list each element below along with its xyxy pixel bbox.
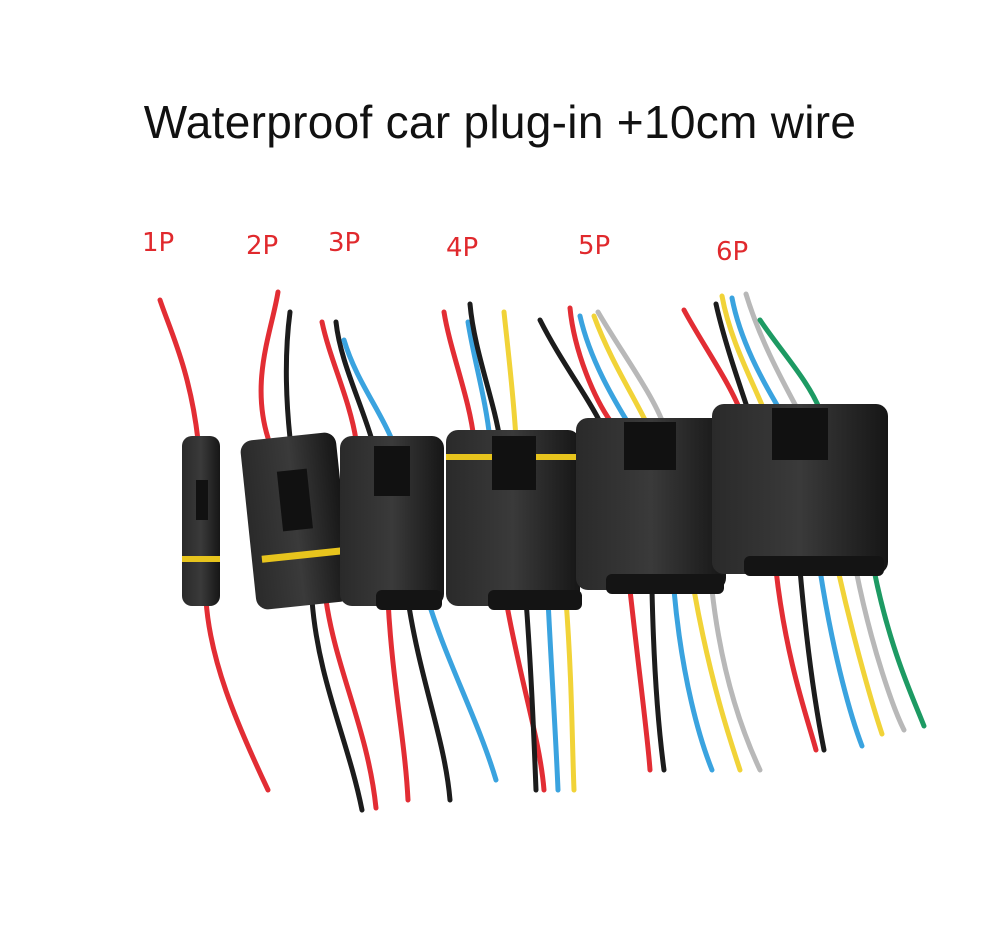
wire-6p-red-top xyxy=(681,307,743,413)
latch-2p xyxy=(276,468,313,532)
wire-5p-blue-bottom xyxy=(671,587,715,773)
latch-4p xyxy=(492,436,536,490)
connector-2p xyxy=(240,289,379,813)
wire-6p-black-bottom xyxy=(797,567,827,753)
housing-3p xyxy=(340,436,444,606)
connector-4p xyxy=(441,301,582,793)
wire-1p-red-top xyxy=(157,297,201,443)
wire-2p-red-top xyxy=(258,289,281,441)
wire-6p-blue-bottom xyxy=(817,567,865,749)
face-5p xyxy=(606,574,724,594)
latch-3p xyxy=(374,446,410,496)
wire-3p-blue-bottom xyxy=(425,597,499,783)
wire-5p-black-top xyxy=(537,317,605,429)
wire-5p-gray-top xyxy=(595,309,667,429)
wire-6p-blue-top xyxy=(729,295,783,413)
housing-6p xyxy=(712,404,888,574)
wire-6p-gray-bottom xyxy=(853,567,907,733)
wire-4p-yellow-top xyxy=(501,309,519,443)
wire-1p-red-bottom xyxy=(203,597,271,793)
latch-6p xyxy=(772,408,828,460)
wire-5p-red-bottom xyxy=(627,587,653,773)
wire-4p-red-top xyxy=(441,309,477,443)
wire-3p-black-bottom xyxy=(405,597,453,803)
wire-5p-red-top xyxy=(567,305,617,429)
wire-5p-blue-top xyxy=(577,313,633,429)
seal-2p xyxy=(261,547,342,563)
wire-2p-red-bottom xyxy=(323,597,379,811)
housing-4p xyxy=(446,430,580,606)
wire-4p-black-bottom xyxy=(523,597,539,793)
connector-5p xyxy=(537,305,763,773)
wire-5p-yellow-bottom xyxy=(691,587,743,773)
wire-6p-green-bottom xyxy=(871,567,927,729)
wire-4p-yellow-bottom xyxy=(563,597,577,793)
label-6p: 6P xyxy=(716,237,748,267)
wire-3p-red-bottom xyxy=(385,597,411,803)
wire-3p-black-top xyxy=(333,319,375,443)
connector-6p xyxy=(681,291,927,753)
face-4p xyxy=(488,590,582,610)
wire-2p-black-top xyxy=(283,309,293,441)
wire-3p-red-top xyxy=(319,319,359,443)
seal-1p xyxy=(182,556,220,562)
wire-5p-black-bottom xyxy=(649,587,667,773)
title: Waterproof car plug-in +10cm wire xyxy=(143,96,857,148)
latch-5p xyxy=(624,422,676,470)
label-2p: 2P xyxy=(246,231,278,261)
wire-2p-black-bottom xyxy=(309,597,365,813)
wire-4p-blue-top xyxy=(465,319,493,443)
wire-5p-gray-bottom xyxy=(709,587,763,773)
connector-3p xyxy=(319,319,499,803)
wire-6p-black-top xyxy=(713,301,751,413)
face-6p xyxy=(744,556,884,576)
latch-1p xyxy=(196,480,208,520)
wire-3p-blue-top xyxy=(341,337,395,443)
connector-1p xyxy=(157,297,271,793)
housing-1p xyxy=(182,436,220,606)
label-5p: 5P xyxy=(578,231,610,261)
label-1p: 1P xyxy=(142,228,174,258)
wire-6p-gray-top xyxy=(743,291,801,413)
label-4p: 4P xyxy=(446,233,478,263)
housing-5p xyxy=(576,418,726,590)
wire-6p-yellow-top xyxy=(719,293,767,413)
wire-6p-yellow-bottom xyxy=(835,567,885,737)
wire-6p-red-bottom xyxy=(773,567,819,753)
wire-4p-blue-bottom xyxy=(545,597,561,793)
wire-5p-yellow-top xyxy=(591,313,651,429)
face-3p xyxy=(376,590,442,610)
label-3p: 3P xyxy=(328,228,360,258)
wire-4p-red-bottom xyxy=(503,597,547,793)
wire-4p-black-top xyxy=(467,301,503,443)
wire-6p-green-top xyxy=(757,317,823,413)
